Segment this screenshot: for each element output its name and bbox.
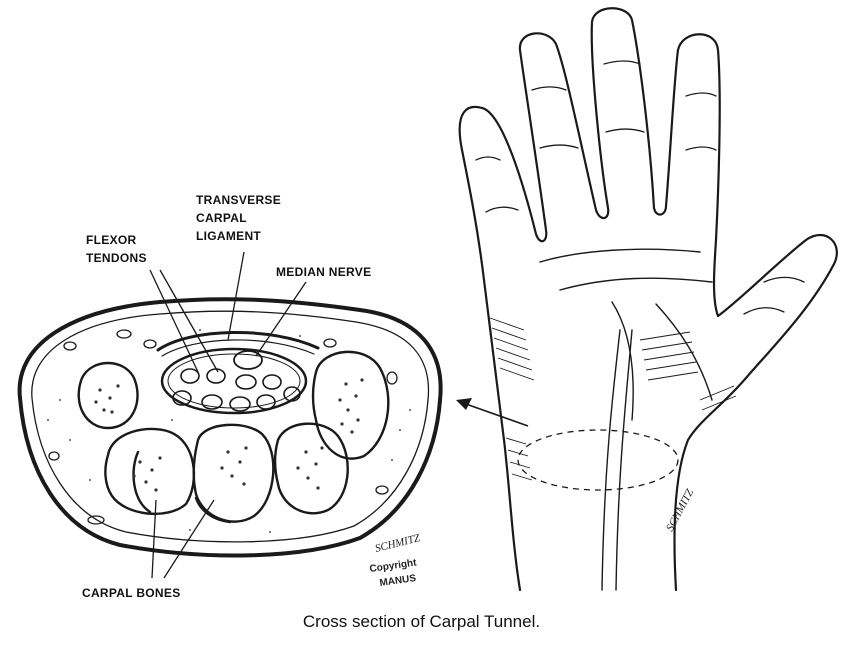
copyright-text: Copyright — [369, 557, 418, 575]
skin-outline — [20, 299, 441, 555]
copyright-owner: MANUS — [379, 573, 417, 589]
artist-signature-right: SCHMITZ — [664, 487, 697, 534]
finger-creases — [476, 61, 804, 314]
section-plane-dashed — [518, 430, 678, 490]
hand-illustration: SCHMITZ — [460, 8, 837, 590]
inner-skin-layer — [32, 311, 429, 542]
label-transverse-carpal-ligament: TRANSVERSE CARPAL LIGAMENT — [196, 193, 285, 243]
tissue-stippling — [47, 329, 411, 533]
bone-stippling — [94, 378, 363, 491]
bone-leader-1 — [152, 500, 156, 578]
wrist-tendon-lines — [602, 330, 632, 590]
section-arrow — [456, 398, 528, 426]
hand-outline — [460, 8, 837, 590]
figure-caption: Cross section of Carpal Tunnel. — [0, 612, 843, 632]
tendon-leader-1 — [150, 270, 198, 372]
label-flexor-tendons: FLEXOR TENDONS — [86, 233, 147, 265]
label-carpal-bones: CARPAL BONES — [82, 586, 181, 600]
artist-signature-left: SCHMITZ — [374, 532, 422, 555]
carpal-bones — [79, 352, 389, 522]
label-median-nerve: MEDIAN NERVE — [276, 265, 371, 279]
median-nerve-leader — [256, 282, 306, 356]
ligament-leader — [228, 252, 244, 340]
wrist-cross-section — [20, 299, 441, 555]
